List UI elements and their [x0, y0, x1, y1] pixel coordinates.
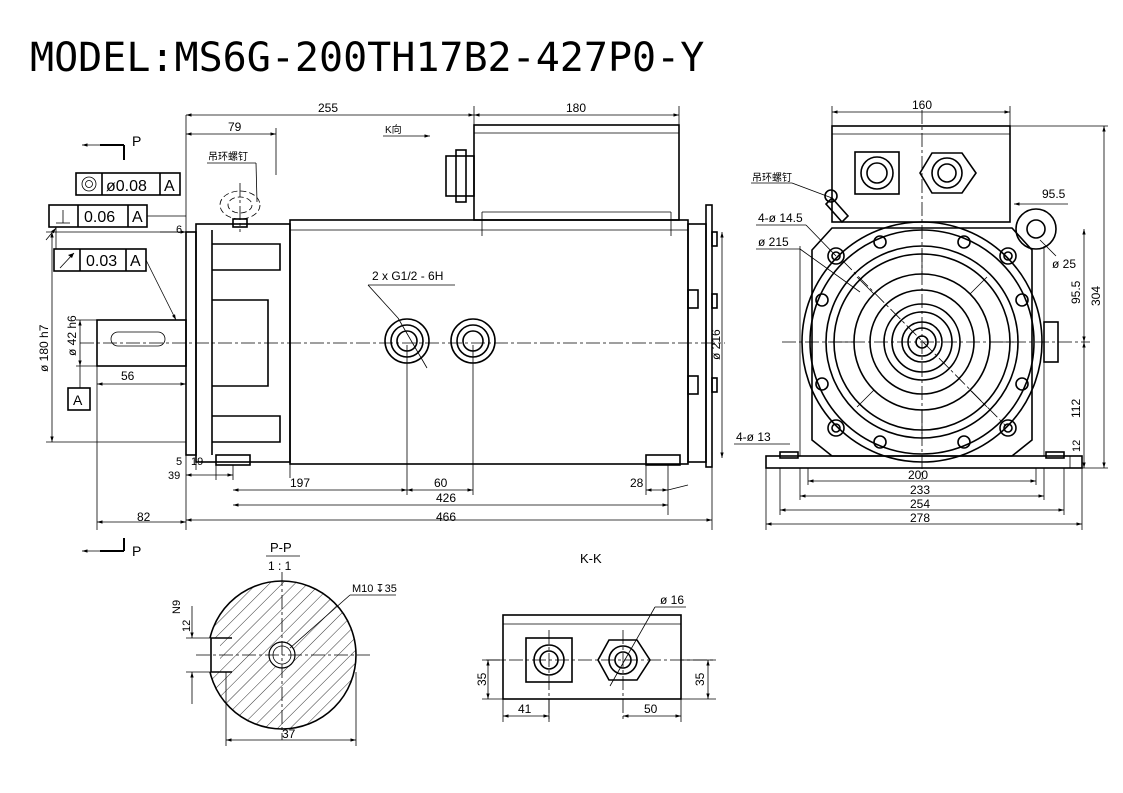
pcd-label: ø 215: [758, 235, 789, 249]
thread-label: M10↧35: [352, 583, 397, 595]
dim-426: 426: [436, 491, 456, 505]
dim-6: 6: [176, 224, 182, 236]
dim-28: 28: [630, 476, 644, 490]
dim-flange-dia: ø 180 h7: [37, 324, 51, 372]
perp-datum: A: [132, 209, 143, 226]
flange-holes-label: 4-ø 14.5: [758, 211, 803, 225]
section-pp: P-P 1 : 1 M10↧35 N9 12 37: [171, 540, 397, 746]
side-flange: [811, 227, 1033, 457]
gdt-runout-frame: ø0.08 A: [75, 172, 181, 196]
section-mark-bottom: P: [132, 543, 141, 559]
kk-dia16: ø 16: [660, 593, 684, 607]
kk-dim-35-right: 35: [693, 672, 707, 686]
dim-233: 233: [910, 483, 930, 497]
kk-dim-41: 41: [518, 702, 532, 716]
gdt-perpendicularity-frame: 0.06 A: [48, 204, 186, 228]
flange-holes: [815, 235, 1029, 449]
eye-dia-label: ø 25: [1052, 257, 1076, 271]
circ-value: 0.03: [86, 253, 117, 270]
base-holes-label: 4-ø 13: [736, 430, 771, 444]
dim-5: 5: [176, 456, 182, 468]
view-kk-title: K-K: [580, 551, 602, 566]
dim-197: 197: [290, 476, 310, 490]
dim-466: 466: [436, 510, 456, 524]
dim-304: 304: [1089, 286, 1103, 306]
key-width-label: N9: [171, 600, 183, 614]
dim-39: 39: [168, 470, 180, 482]
front-flange: [185, 231, 197, 456]
view-kk: K-K ø 16 35 35 41 50: [475, 551, 716, 722]
side-base: [765, 455, 1083, 469]
terminal-box: [473, 124, 680, 221]
side-view: 吊环螺钉 4-ø 14.5 ø 215 ø 25 95.5 4-ø 13 160…: [734, 98, 1108, 530]
gdt-circular-runout-frame: 0.03 A: [53, 248, 177, 321]
dim-278: 278: [910, 511, 930, 525]
section-mark-top: P: [132, 133, 141, 149]
k-direction-label: K向: [385, 123, 402, 136]
dim-255: 255: [318, 101, 338, 115]
dim-56: 56: [121, 369, 135, 383]
circ-datum: A: [130, 253, 141, 270]
dim-60: 60: [434, 476, 448, 490]
dim-254: 254: [910, 497, 930, 511]
dim-79: 79: [228, 120, 242, 134]
dim-19: 19: [191, 456, 203, 468]
shaft-key: [110, 331, 166, 347]
side-lifting-bolt-label: 吊环螺钉: [752, 172, 792, 184]
dim-82: 82: [137, 510, 151, 524]
runout-value: ø0.08: [106, 178, 147, 195]
dim-shaft-dia: ø 42 h6: [65, 315, 79, 356]
section-pp-scale: 1 : 1: [268, 559, 292, 573]
dim-95-5-top: 95.5: [1042, 187, 1066, 201]
section-pp-title: P-P: [270, 540, 292, 555]
datum-a: A: [73, 392, 83, 408]
dim-180: 180: [566, 101, 586, 115]
dim-200: 200: [908, 468, 928, 482]
ports-label: 2 x G1/2 - 6H: [372, 269, 443, 283]
dim-12-base: 12: [1071, 440, 1083, 452]
dim-rear-dia: ø 216: [709, 329, 723, 360]
kk-dim-35-left: 35: [475, 672, 489, 686]
dim-112: 112: [1069, 399, 1083, 418]
dim-160: 160: [912, 98, 932, 112]
dim-95-5-side: 95.5: [1069, 280, 1083, 304]
lifting-bolt-label: 吊环螺钉: [208, 151, 248, 163]
runout-datum: A: [164, 178, 175, 195]
kk-dim-50: 50: [644, 702, 658, 716]
model-title: MODEL:MS6G-200TH17B2-427P0-Y: [30, 35, 705, 81]
dim-37: 37: [282, 727, 296, 741]
dim-12-key: 12: [181, 620, 193, 632]
front-view: 255 180 79 K向 吊环螺钉 6 2 x G1/2 - 6H ø0.08…: [37, 101, 725, 559]
perp-value: 0.06: [84, 209, 115, 226]
datum-a-box: [67, 387, 91, 411]
lifting-eye: [1015, 208, 1057, 250]
kk-terminal-box: [502, 614, 682, 700]
